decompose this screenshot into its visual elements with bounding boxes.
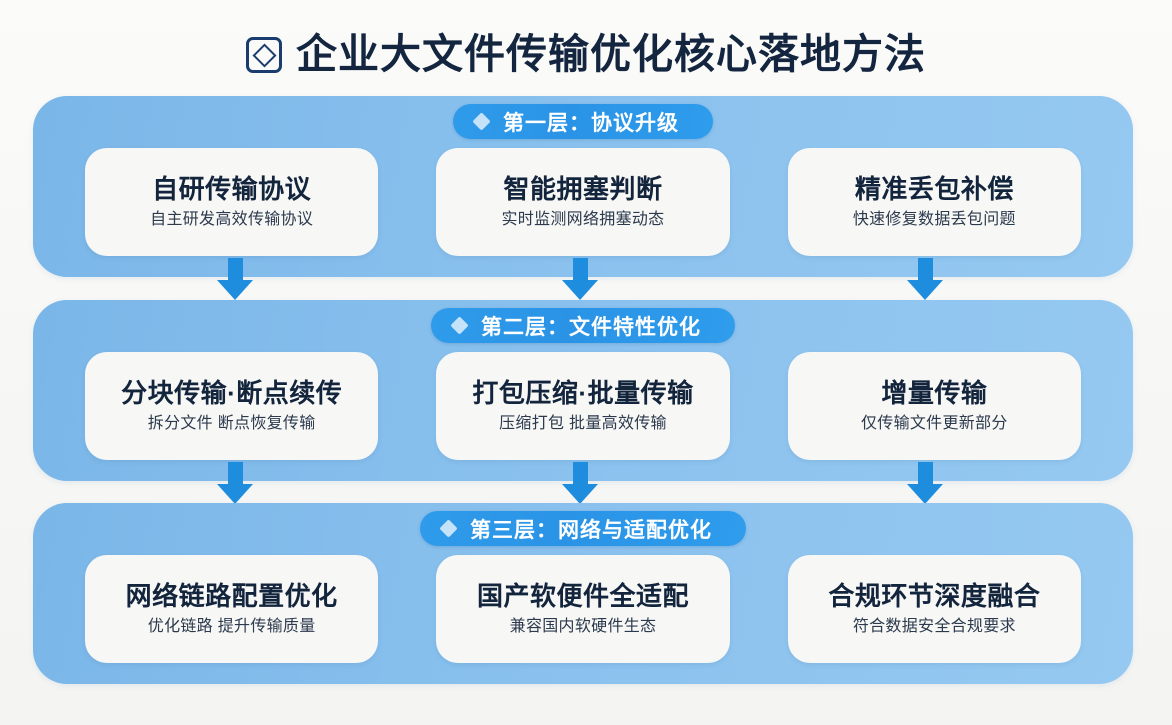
card-layer1-3[interactable]: 精准丢包补偿 快速修复数据丢包问题 bbox=[787, 148, 1081, 256]
card-title: 精准丢包补偿 bbox=[854, 174, 1014, 205]
card-layer2-3[interactable]: 增量传输 仅传输文件更新部分 bbox=[787, 352, 1081, 460]
card-title: 国产软便件全适配 bbox=[476, 581, 689, 612]
card-layer1-2[interactable]: 智能拥塞判断 实时监测网络拥塞动态 bbox=[436, 148, 730, 256]
page-title: 企业大文件传输优化核心落地方法 bbox=[296, 30, 926, 77]
arrow-down-icon-l1c3 bbox=[907, 258, 943, 300]
diamond-in-square-icon bbox=[246, 37, 282, 73]
arrow-shaft bbox=[573, 258, 588, 282]
card-title: 分块传输·断点续传 bbox=[121, 378, 343, 409]
arrow-down-icon-l1c2 bbox=[562, 258, 598, 300]
card-layer3-1[interactable]: 网络链路配置优化 优化链路 提升传输质量 bbox=[85, 555, 379, 663]
card-subtitle: 拆分文件 断点恢复传输 bbox=[147, 415, 316, 432]
layer-3-header-pill: 第三层：网络与适配优化 bbox=[420, 511, 746, 546]
arrow-shaft bbox=[918, 462, 933, 486]
layer-3-cards: 网络链路配置优化 优化链路 提升传输质量 国产软便件全适配 兼容国内软硬件生态 … bbox=[85, 555, 1081, 663]
arrow-shaft bbox=[228, 462, 243, 486]
card-title: 打包压缩·批量传输 bbox=[472, 378, 694, 409]
card-subtitle: 仅传输文件更新部分 bbox=[860, 415, 1008, 432]
layer-1-cards: 自研传输协议 自主研发高效传输协议 智能拥塞判断 实时监测网络拥塞动态 精准丢包… bbox=[85, 148, 1081, 256]
card-subtitle: 优化链路 提升传输质量 bbox=[147, 618, 316, 635]
arrow-shaft bbox=[228, 258, 243, 282]
arrow-head bbox=[907, 280, 943, 300]
card-layer3-2[interactable]: 国产软便件全适配 兼容国内软硬件生态 bbox=[436, 555, 730, 663]
layer-panel-3: 第三层：网络与适配优化 网络链路配置优化 优化链路 提升传输质量 国产软便件全适… bbox=[33, 503, 1133, 684]
card-subtitle: 压缩打包 批量高效传输 bbox=[499, 415, 667, 432]
diamond-icon bbox=[472, 112, 491, 131]
card-title: 合规环节深度融合 bbox=[828, 581, 1041, 612]
card-layer2-2[interactable]: 打包压缩·批量传输 压缩打包 批量高效传输 bbox=[436, 352, 730, 460]
card-title: 增量传输 bbox=[881, 378, 988, 409]
arrow-down-icon-l2c1 bbox=[217, 462, 253, 504]
layer-2-label: 第二层：文件特性优化 bbox=[481, 315, 701, 339]
arrow-head bbox=[907, 484, 943, 504]
page-title-row: 企业大文件传输优化核心落地方法 bbox=[0, 22, 1172, 86]
card-title: 自研传输协议 bbox=[152, 174, 312, 205]
diamond-icon bbox=[439, 519, 458, 538]
card-subtitle: 实时监测网络拥塞动态 bbox=[501, 211, 665, 228]
layer-2-cards: 分块传输·断点续传 拆分文件 断点恢复传输 打包压缩·批量传输 压缩打包 批量高… bbox=[85, 352, 1081, 460]
layer-1-header-pill: 第一层：协议升级 bbox=[453, 104, 713, 139]
layer-panel-1: 第一层：协议升级 自研传输协议 自主研发高效传输协议 智能拥塞判断 实时监测网络… bbox=[33, 96, 1133, 277]
arrow-head bbox=[562, 280, 598, 300]
card-title: 智能拥塞判断 bbox=[503, 174, 663, 205]
arrow-shaft bbox=[918, 258, 933, 282]
card-subtitle: 自主研发高效传输协议 bbox=[150, 211, 314, 228]
card-subtitle: 兼容国内软硬件生态 bbox=[509, 618, 657, 635]
arrow-down-icon-l2c2 bbox=[562, 462, 598, 504]
arrow-head bbox=[217, 484, 253, 504]
arrow-down-icon-l1c1 bbox=[217, 258, 253, 300]
arrow-head bbox=[562, 484, 598, 504]
layer-3-label: 第三层：网络与适配优化 bbox=[470, 518, 712, 542]
diamond-shape bbox=[251, 42, 277, 68]
card-layer2-1[interactable]: 分块传输·断点续传 拆分文件 断点恢复传输 bbox=[85, 352, 379, 460]
arrow-down-icon-l2c3 bbox=[907, 462, 943, 504]
card-layer1-1[interactable]: 自研传输协议 自主研发高效传输协议 bbox=[85, 148, 379, 256]
card-layer3-3[interactable]: 合规环节深度融合 符合数据安全合规要求 bbox=[787, 555, 1081, 663]
diamond-icon bbox=[450, 316, 469, 335]
arrow-head bbox=[217, 280, 253, 300]
arrow-shaft bbox=[573, 462, 588, 486]
layer-1-label: 第一层：协议升级 bbox=[503, 111, 679, 135]
card-title: 网络链路配置优化 bbox=[125, 581, 338, 612]
card-subtitle: 快速修复数据丢包问题 bbox=[852, 211, 1016, 228]
layer-2-header-pill: 第二层：文件特性优化 bbox=[431, 308, 735, 343]
card-subtitle: 符合数据安全合规要求 bbox=[852, 618, 1016, 635]
layer-panel-2: 第二层：文件特性优化 分块传输·断点续传 拆分文件 断点恢复传输 打包压缩·批量… bbox=[33, 300, 1133, 481]
